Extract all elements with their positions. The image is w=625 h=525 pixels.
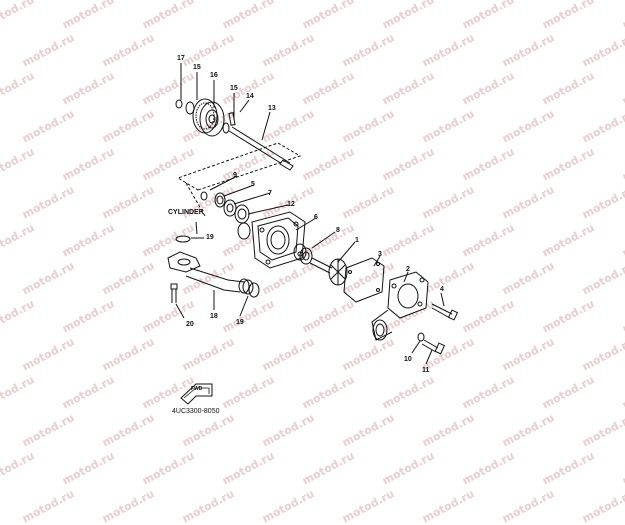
leader-13 xyxy=(261,111,271,141)
fwd-badge-text: FWD xyxy=(191,386,203,392)
watermark-text: motod.ru xyxy=(580,487,625,525)
pump-housing xyxy=(251,211,306,269)
pin-14 xyxy=(228,112,236,126)
bolt-20 xyxy=(170,283,178,303)
forward-arrow-icon xyxy=(180,383,213,405)
label-9: 9 xyxy=(233,172,237,179)
impeller-1 xyxy=(309,257,348,286)
label-19-lower: 19 xyxy=(236,319,244,326)
diagram-code: 4UC3300-8050 xyxy=(172,408,220,415)
exploded-view-drawing xyxy=(167,63,459,405)
gasket-hole xyxy=(376,262,380,266)
label-3: 3 xyxy=(378,251,382,258)
leader-20 xyxy=(175,303,185,319)
leader-1 xyxy=(337,241,356,263)
washer-9-small xyxy=(200,191,208,201)
gasket-hole xyxy=(376,288,380,292)
seal-7b xyxy=(234,204,250,224)
leader-6 xyxy=(295,217,317,231)
label-17: 17 xyxy=(177,55,185,62)
oil-seal-7 xyxy=(223,199,237,217)
label-15: 15 xyxy=(193,64,201,71)
bolt-4 xyxy=(431,303,459,321)
label-12: 12 xyxy=(287,201,295,208)
bearing-5 xyxy=(214,192,226,208)
label-7: 7 xyxy=(268,190,272,197)
label-18: 18 xyxy=(210,313,218,320)
bolt-11 xyxy=(421,339,446,355)
watermark-text: motod.ru xyxy=(420,487,477,525)
washer-10 xyxy=(417,332,425,342)
leader-7 xyxy=(233,192,271,205)
gasket-hole xyxy=(348,270,352,274)
watermark-text: motod.ru xyxy=(260,487,317,525)
label-19: 19 xyxy=(206,234,214,241)
leader-9 xyxy=(209,175,238,191)
leader-19b xyxy=(239,295,249,317)
label-10: 10 xyxy=(404,356,412,363)
oil-seal-7-inner xyxy=(226,203,234,213)
washer-15b xyxy=(222,122,230,134)
bearing-5-inner xyxy=(216,195,224,205)
watermark-text: motod.ru xyxy=(180,487,237,525)
pump-cover xyxy=(371,271,429,341)
gasket-3 xyxy=(343,257,385,303)
label-2: 2 xyxy=(406,266,410,273)
leader-10 xyxy=(411,340,421,354)
watermark-text: motod.ru xyxy=(500,487,557,525)
leader-4 xyxy=(440,292,445,307)
label-1: 1 xyxy=(355,237,359,244)
leader-12 xyxy=(247,204,289,215)
label-4: 4 xyxy=(440,286,444,293)
label-13: 13 xyxy=(268,105,276,112)
impeller-gear xyxy=(192,98,225,137)
label-6: 6 xyxy=(314,214,318,221)
leader-5 xyxy=(223,184,255,197)
label-16: 16 xyxy=(210,72,218,79)
leader-8 xyxy=(311,231,336,249)
o-ring-12 xyxy=(237,222,251,240)
label-14: 14 xyxy=(246,93,254,100)
seal-7b-inner xyxy=(237,208,247,220)
impeller-shaft xyxy=(228,126,294,171)
leader-2 xyxy=(403,271,409,283)
o-ring-19-side xyxy=(248,282,260,298)
label-11: 11 xyxy=(422,367,430,374)
watermark-text: motod.ru xyxy=(340,487,397,525)
assembly-guide xyxy=(176,142,302,191)
leader-3 xyxy=(373,255,381,267)
mechanical-seal-8 xyxy=(293,243,313,265)
circlip-17 xyxy=(175,99,183,109)
watermark-text: motod.ru xyxy=(20,487,77,525)
label-8: 8 xyxy=(336,227,340,234)
leader-14 xyxy=(239,99,250,113)
o-ring-19-top xyxy=(175,235,191,243)
water-pipe-18 xyxy=(167,251,254,295)
label-20: 20 xyxy=(186,321,194,328)
watermark-text: motod.ru xyxy=(100,487,157,525)
label-5: 5 xyxy=(251,181,255,188)
guide-line xyxy=(185,182,206,217)
label-15-right: 15 xyxy=(230,85,238,92)
leader-cylinder xyxy=(195,221,198,235)
leader-11 xyxy=(425,349,433,365)
label-cylinder: CYLINDER xyxy=(168,209,204,216)
